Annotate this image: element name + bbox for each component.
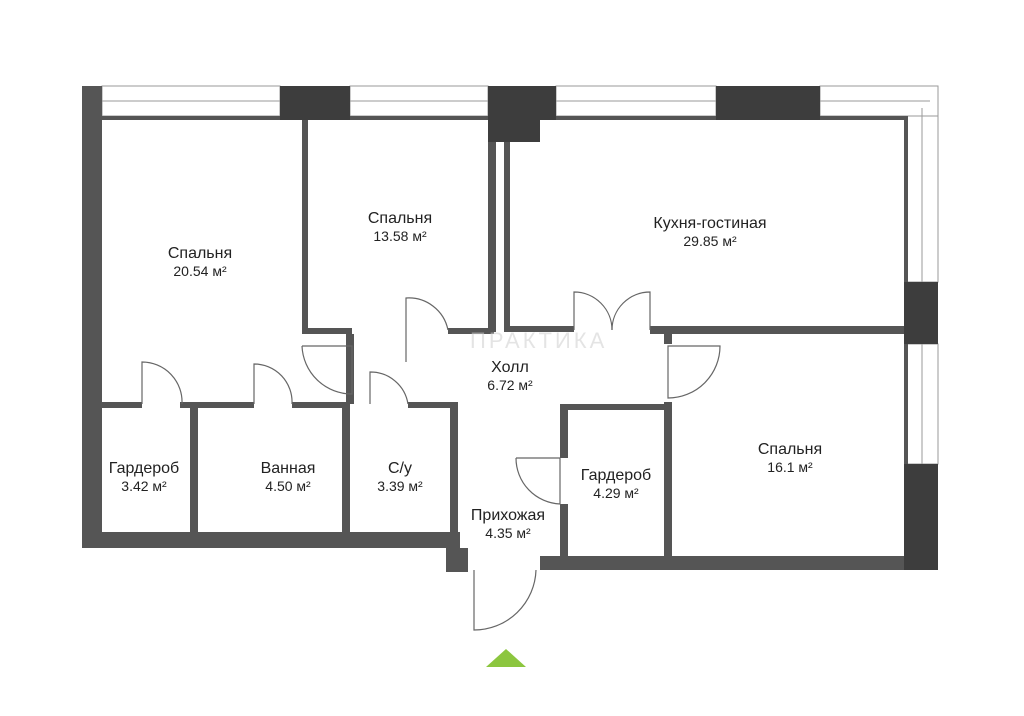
room-name-wardrobe-2: Гардероб — [581, 467, 651, 484]
room-area-hall: 6.72 м² — [487, 377, 533, 393]
column — [280, 86, 350, 120]
columns — [280, 86, 938, 570]
walls — [82, 86, 908, 572]
room-name-hall: Холл — [491, 359, 529, 376]
door-swing — [667, 345, 721, 399]
door-swing — [369, 371, 409, 405]
room-name-wc: С/у — [388, 460, 412, 477]
room-area-kitchen-living: 29.85 м² — [683, 233, 737, 249]
door-swing — [405, 297, 449, 331]
room-name-bedroom-2: Спальня — [368, 210, 432, 227]
room-area-entrance: 4.35 м² — [485, 525, 531, 541]
room-area-bedroom-2: 13.58 м² — [373, 228, 427, 244]
room-name-bathroom: Ванная — [261, 460, 316, 477]
column — [716, 86, 820, 120]
door-swing — [301, 345, 353, 395]
door-swing — [253, 363, 293, 405]
doors — [141, 291, 721, 631]
room-area-wardrobe-1: 3.42 м² — [121, 478, 167, 494]
room-name-bedroom-1: Спальня — [168, 245, 232, 262]
column — [904, 282, 938, 344]
room-area-bedroom-3: 16.1 м² — [767, 459, 813, 475]
room-area-bedroom-1: 20.54 м² — [173, 263, 227, 279]
room-name-bedroom-3: Спальня — [758, 441, 822, 458]
room-area-wc: 3.39 м² — [377, 478, 423, 494]
room-labels: Спальня 20.54 м² Спальня 13.58 м² Кухня-… — [109, 210, 822, 541]
door-swing — [611, 291, 651, 331]
watermark: ПРАКТИКА — [470, 328, 607, 353]
door-swing — [515, 457, 561, 505]
room-name-wardrobe-1: Гардероб — [109, 460, 179, 477]
door-swing — [573, 291, 613, 331]
column — [904, 464, 938, 570]
room-area-wardrobe-2: 4.29 м² — [593, 485, 639, 501]
room-name-entrance: Прихожая — [471, 507, 545, 524]
column — [488, 86, 540, 142]
entrance-arrow-icon — [486, 649, 526, 667]
door-swing — [141, 361, 183, 405]
room-area-bathroom: 4.50 м² — [265, 478, 311, 494]
door-swing — [473, 569, 537, 631]
room-name-kitchen-living: Кухня-гостиная — [653, 215, 766, 232]
